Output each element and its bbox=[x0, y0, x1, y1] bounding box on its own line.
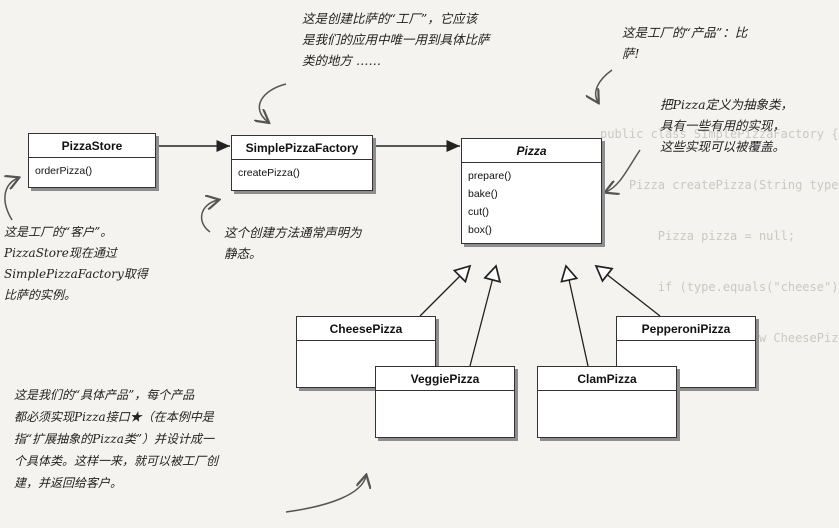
product-note-pointer bbox=[596, 69, 613, 102]
class-clampizza: ClamPizza bbox=[537, 366, 677, 438]
client-note-pointer bbox=[5, 178, 18, 221]
factory-note: 这是创建比萨的“工厂”，它应该 是我们的应用中唯一用到具体比萨 类的地方 …… bbox=[302, 11, 490, 68]
class-name: CheesePizza bbox=[297, 317, 435, 341]
class-pizza: Pizza prepare() bake() cut() box() bbox=[461, 138, 602, 244]
factory-note-pointer bbox=[259, 83, 287, 122]
class-name: SimplePizzaFactory bbox=[232, 136, 372, 160]
class-name: PizzaStore bbox=[29, 134, 155, 158]
class-methods: orderPizza() bbox=[29, 158, 155, 182]
class-name: PepperoniPizza bbox=[617, 317, 755, 341]
class-pizzastore: PizzaStore orderPizza() bbox=[28, 133, 156, 188]
class-simplepizzafactory: SimplePizzaFactory createPizza() bbox=[231, 135, 373, 191]
pepperoni-inherit-arrow bbox=[596, 266, 661, 317]
product-note: 这是工厂的“产品”：比 萨! bbox=[622, 25, 748, 61]
concrete-note-pointer bbox=[285, 476, 366, 513]
method-item: bake() bbox=[468, 188, 498, 200]
method-item: prepare() bbox=[468, 170, 512, 182]
abstract-note-pointer bbox=[606, 149, 641, 192]
class-veggiepizza: VeggiePizza bbox=[375, 366, 515, 438]
class-name: VeggiePizza bbox=[376, 367, 514, 391]
method-item: orderPizza() bbox=[35, 165, 93, 177]
class-name: ClamPizza bbox=[538, 367, 676, 391]
abstract-class-note: 把Pizza定义为抽象类， 具有一些有用的实现， 这些实现可以被覆盖。 bbox=[660, 97, 794, 154]
concrete-product-note: 这是我们的“具体产品”，每个产品 都必须实现Pizza接口★（在本例中是 指“扩… bbox=[14, 388, 219, 490]
class-methods: createPizza() bbox=[232, 160, 372, 184]
method-item: box() bbox=[468, 224, 492, 236]
cheese-inherit-arrow bbox=[419, 266, 470, 317]
method-item: createPizza() bbox=[238, 167, 300, 179]
static-note-pointer bbox=[200, 200, 218, 233]
clam-inherit-arrow bbox=[566, 266, 589, 367]
veggie-inherit-arrow bbox=[469, 266, 496, 367]
method-item: cut() bbox=[468, 206, 489, 218]
client-note: 这是工厂的“客户”。 PizzaStore现在通过 SimplePizzaFac… bbox=[4, 225, 148, 302]
static-method-note: 这个创建方法通常声明为 静态。 bbox=[224, 225, 362, 261]
class-name: Pizza bbox=[462, 139, 601, 163]
class-methods: prepare() bake() cut() box() bbox=[462, 163, 601, 241]
